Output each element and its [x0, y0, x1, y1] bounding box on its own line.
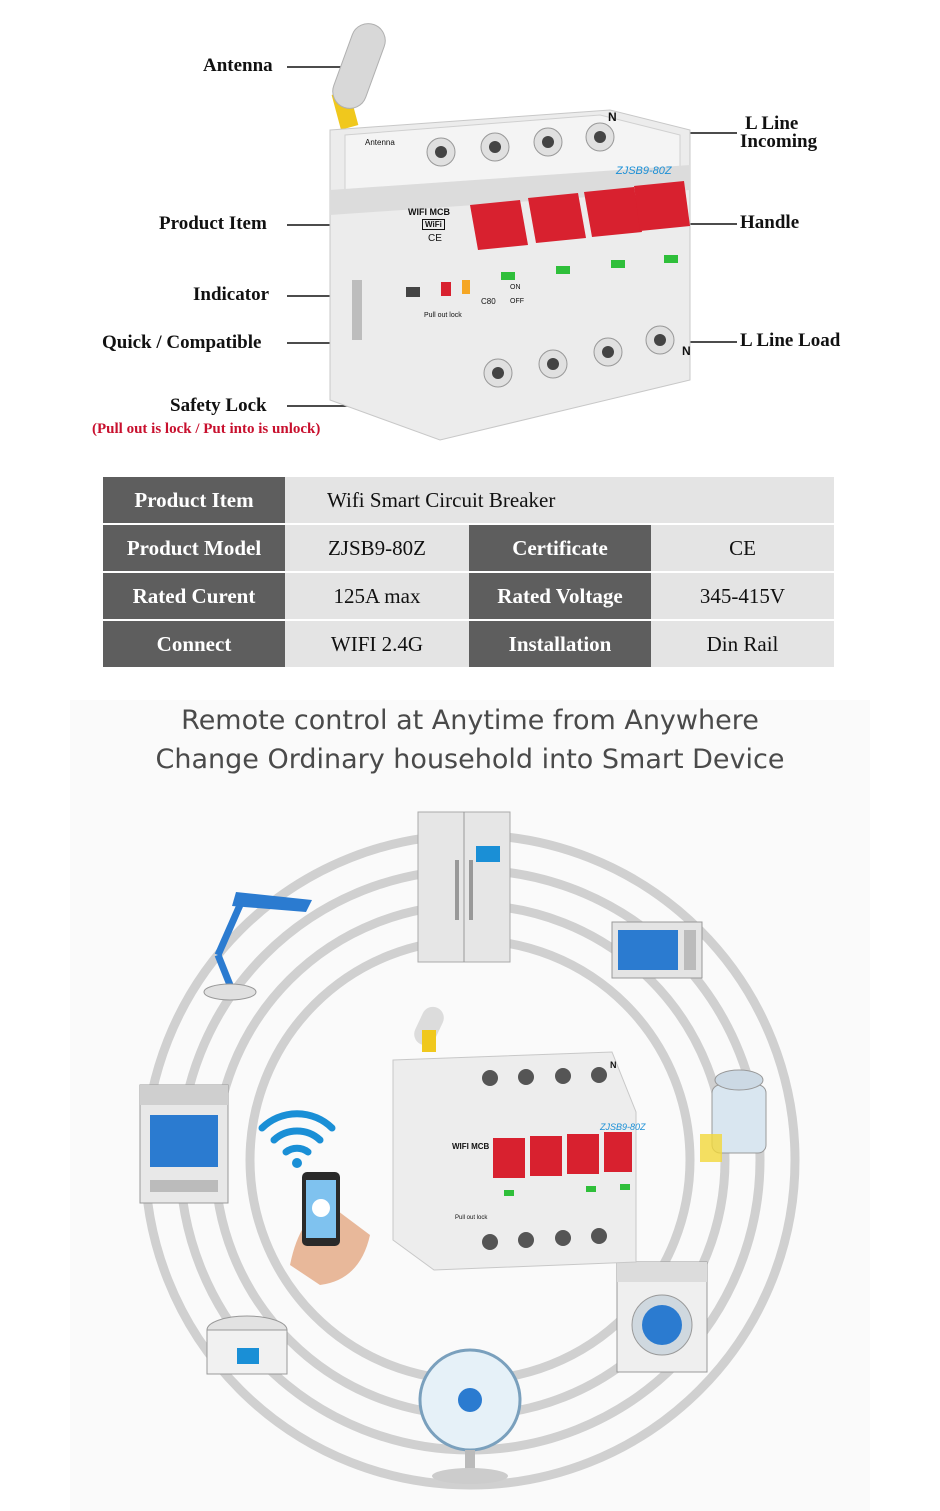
device-antenna-label: Antenna: [365, 138, 395, 147]
callout-l-line-incoming-1: L Line: [745, 113, 799, 134]
indicator-lights: [406, 255, 678, 297]
device-ce-mark: CE: [428, 233, 442, 244]
spec-value-cell: ZJSB9-80Z: [285, 525, 469, 571]
spec-row: Product Item Wifi Smart Circuit Breaker: [103, 477, 834, 523]
device-pull-out-lock: Pull out lock: [424, 312, 462, 319]
fan-icon: [418, 1348, 522, 1484]
spec-value-cell: Wifi Smart Circuit Breaker: [285, 477, 834, 523]
device-neutral-top: N: [608, 110, 617, 124]
spec-row: Connect WIFI 2.4G Installation Din Rail: [103, 621, 834, 667]
device-rating: C80: [481, 297, 496, 306]
rice-cooker-icon: [206, 1315, 288, 1375]
callout-antenna: Antenna: [203, 55, 273, 76]
refrigerator-icon: [417, 811, 511, 963]
smartphone-icon: [290, 1172, 370, 1285]
device-wifi-mcb: WIFI MCB: [408, 207, 450, 217]
red-handles: [470, 181, 690, 250]
callout-indicator: Indicator: [193, 284, 269, 305]
product-diagram: Antenna ZJSB9-80Z WIFI MCB WiFi CE C80 O…: [0, 0, 940, 450]
callout-product-item: Product Item: [159, 213, 267, 234]
spec-header-cell: Product Item: [103, 477, 285, 523]
callout-safety-lock-note: (Pull out is lock / Put into is unlock): [92, 421, 321, 437]
breaker-illustration: [287, 23, 737, 441]
callout-quick-compatible: Quick / Compatible: [102, 332, 262, 353]
spec-header-cell: Product Model: [103, 525, 285, 571]
washing-machine-icon: [616, 1261, 708, 1373]
spec-row: Rated Curent 125A max Rated Voltage 345-…: [103, 573, 834, 619]
promo-headline-1: Remote control at Anytime from Anywhere: [181, 705, 759, 736]
device-off-label: OFF: [510, 298, 524, 305]
device-wifi-badge: WiFi: [422, 219, 445, 230]
device-neutral-bottom: N: [682, 344, 691, 358]
spec-header-cell: Connect: [103, 621, 285, 667]
central-breaker-icon: [392, 1006, 637, 1271]
promo-headline-2: Change Ordinary household into Smart Dev…: [155, 744, 785, 775]
spec-value-cell: 125A max: [285, 573, 469, 619]
desk-lamp-icon: [203, 892, 312, 1001]
device-model-label: ZJSB9-80Z: [616, 165, 672, 177]
spec-header-cell: Rated Curent: [103, 573, 285, 619]
device-on-label: ON: [510, 284, 521, 291]
spec-row: Product Model ZJSB9-80Z Certificate CE: [103, 525, 834, 571]
antenna-icon: [331, 23, 386, 130]
spec-table: Product Item Wifi Smart Circuit Breaker …: [103, 477, 834, 669]
spec-header-cell: Installation: [469, 621, 651, 667]
callout-handle: Handle: [740, 212, 800, 233]
spec-header-cell: Certificate: [469, 525, 651, 571]
wifi-icon: [258, 1110, 336, 1156]
promo-device-pull-out-lock: Pull out lock: [455, 1215, 488, 1221]
spec-header-cell: Rated Voltage: [469, 573, 651, 619]
callout-l-line-incoming-2: Incoming: [740, 131, 818, 152]
spec-value-cell: CE: [651, 525, 834, 571]
callout-l-line-load: L Line Load: [740, 330, 841, 351]
callout-safety-lock: Safety Lock: [170, 395, 267, 416]
spec-value-cell: WIFI 2.4G: [285, 621, 469, 667]
promo-device-model: ZJSB9-80Z: [600, 1122, 646, 1132]
microwave-icon: [611, 921, 703, 979]
smart-home-illustration: [139, 811, 800, 1490]
promo-device-neutral: N: [610, 1060, 617, 1070]
oven-icon: [139, 1084, 229, 1204]
juicer-icon: [700, 1069, 767, 1162]
spec-value-cell: 345-415V: [651, 573, 834, 619]
spec-value-cell: Din Rail: [651, 621, 834, 667]
promo-device-wifi-mcb: WIFI MCB: [452, 1142, 490, 1151]
